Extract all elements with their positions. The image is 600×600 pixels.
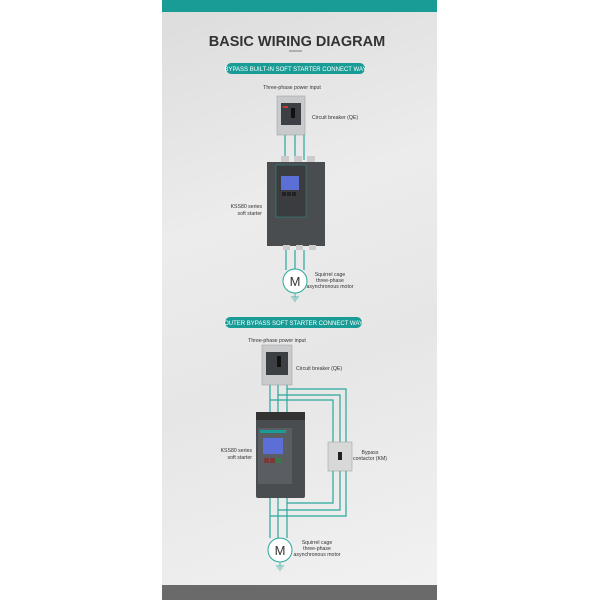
output-wires [285, 250, 305, 270]
section-heading-pill [226, 63, 365, 74]
bottom-bar [162, 585, 437, 600]
circuit-breaker [261, 344, 293, 386]
section-heading: BYPASS BUILT-IN SOFT STARTER CONNECT WAY [224, 67, 366, 73]
starter-label-line2: soft starter [227, 455, 252, 461]
wiring-diagram: BASIC WIRING DIAGRAM BYPASS BUILT-IN SOF… [209, 34, 387, 571]
ground-icon [291, 293, 299, 302]
contactor-label-line1: Bypass [361, 450, 378, 456]
motor-symbol: M [290, 274, 301, 289]
starter-label-line1: KSS80 series [221, 448, 253, 454]
section-heading: OUTER BYPASS SOFT STARTER CONNECT WAY [224, 321, 363, 327]
page-title: BASIC WIRING DIAGRAM [209, 34, 385, 50]
starter-label-line1: KSS80 series [231, 204, 263, 210]
bypass-contactor [327, 441, 353, 472]
breaker-label: Circuit breaker (QE) [296, 366, 342, 372]
bypass-output-wires [270, 471, 347, 517]
diagram-panel: BASIC WIRING DIAGRAM BYPASS BUILT-IN SOF… [162, 0, 437, 600]
power-input-label: Three-phase power input [248, 338, 306, 344]
starter-label-line2: soft starter [237, 211, 262, 217]
contactor-label-line2: contactor (KM) [353, 456, 387, 462]
ground-icon [276, 562, 284, 571]
motor-label-line3: asynchronous motor [294, 552, 341, 558]
input-wires [284, 135, 305, 160]
motor-label-line2: three-phase [303, 546, 331, 552]
motor-label-line1: Squirrel cage [302, 540, 333, 546]
section-bypass-built-in: BYPASS BUILT-IN SOFT STARTER CONNECT WAY… [224, 63, 367, 302]
breaker-label: Circuit breaker (QE) [312, 115, 358, 121]
soft-starter [256, 412, 305, 498]
circuit-breaker [276, 95, 306, 136]
top-accent-strip [162, 0, 437, 12]
section-heading-pill [225, 317, 362, 328]
bypass-input-wires [270, 388, 347, 442]
power-input-label: Three-phase power input [263, 85, 321, 91]
motor-label-line1: Squirrel cage [315, 272, 346, 278]
section-outer-bypass: OUTER BYPASS SOFT STARTER CONNECT WAY Th… [221, 317, 387, 571]
motor-label-line3: asynchronous motor [307, 284, 354, 290]
soft-starter [267, 156, 325, 250]
motor-symbol: M [275, 543, 286, 558]
motor-label-line2: three-phase [316, 278, 344, 284]
output-wires [269, 498, 288, 538]
